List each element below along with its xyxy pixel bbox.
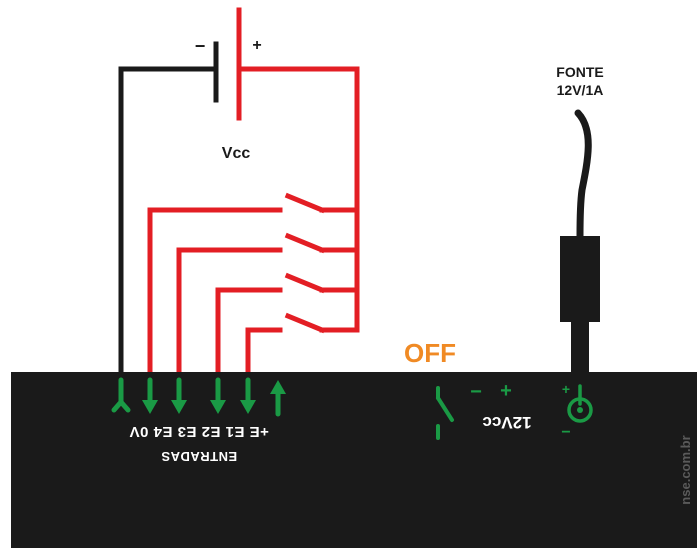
switch-lever bbox=[436, 396, 454, 422]
battery-minus-label: − bbox=[195, 36, 206, 56]
dc-jack-icon bbox=[567, 384, 593, 423]
switch-4-blade bbox=[284, 312, 326, 334]
power-switch bbox=[436, 386, 454, 440]
wire-e3 bbox=[176, 247, 283, 383]
switch-2-blade bbox=[284, 232, 326, 254]
power-plus-label: + bbox=[500, 380, 512, 402]
arrow-down-e2-icon bbox=[210, 400, 226, 414]
switch-1-blade bbox=[284, 192, 326, 214]
terminal-arrowheads bbox=[142, 380, 286, 414]
jack-minus-label: − bbox=[561, 424, 570, 441]
power-supply-rating: 12V/1A bbox=[557, 82, 604, 98]
jack-plus-label: + bbox=[562, 381, 570, 397]
wire-e2 bbox=[215, 287, 283, 383]
power-rating-group: 12Vcc bbox=[482, 413, 531, 432]
terminal-labels: +E E1 E2 E3 E4 0V bbox=[129, 423, 269, 440]
ground-return-wire bbox=[118, 66, 219, 385]
power-cable bbox=[574, 109, 592, 240]
arrow-down-e1-icon bbox=[240, 400, 256, 414]
battery-plus-label: + bbox=[252, 37, 261, 54]
switch-3-blade bbox=[284, 272, 326, 294]
power-rating-label: 12Vcc bbox=[482, 413, 531, 432]
ground-wiring bbox=[118, 41, 219, 385]
plug-tip bbox=[571, 322, 589, 372]
positive-bus-wire bbox=[236, 66, 360, 333]
brand-url: nse.com.br bbox=[678, 435, 693, 504]
terminal-labels-group: +E E1 E2 E3 E4 0V bbox=[129, 423, 269, 440]
power-supply-label: FONTE bbox=[556, 64, 603, 80]
entradas-label-group: ENTRADAS bbox=[161, 449, 237, 464]
arrow-down-e4-icon bbox=[142, 400, 158, 414]
jack-center-dot bbox=[577, 407, 583, 413]
power-minus-label: − bbox=[470, 381, 482, 403]
power-supply-plug bbox=[560, 109, 600, 372]
input-terminals bbox=[111, 377, 281, 417]
wire-e1 bbox=[245, 327, 283, 383]
device-body bbox=[11, 372, 697, 548]
terminal-0v-fork bbox=[111, 399, 131, 413]
entradas-label: ENTRADAS bbox=[161, 449, 237, 464]
arrow-down-e3-icon bbox=[171, 400, 187, 414]
off-state-label: OFF bbox=[404, 338, 456, 368]
battery-vcc-label: Vcc bbox=[222, 145, 251, 162]
arrow-up-plus-e-icon bbox=[270, 380, 286, 394]
brand-group: nse.com.br bbox=[678, 435, 693, 504]
plug-body bbox=[560, 236, 600, 322]
wire-e4 bbox=[147, 207, 283, 383]
positive-wiring bbox=[147, 7, 360, 383]
